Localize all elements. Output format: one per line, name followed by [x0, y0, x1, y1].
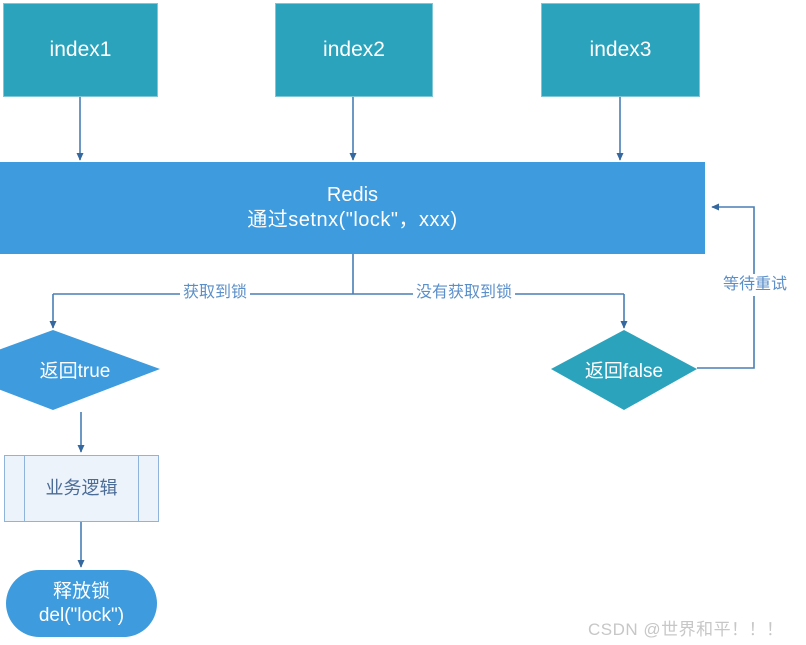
node-business-logic[interactable]: 业务逻辑: [4, 455, 159, 522]
edge-label-wait-retry: 等待重试: [704, 274, 806, 296]
node-index2-label: index2: [323, 37, 385, 61]
node-index2[interactable]: index2: [275, 3, 433, 97]
node-index1-label: index1: [49, 37, 112, 61]
node-index3-label: index3: [589, 37, 652, 61]
node-business-logic-label: 业务逻辑: [45, 478, 118, 499]
csdn-watermark: CSDN @世界和平！！！: [588, 620, 784, 639]
node-redis-title: Redis: [326, 184, 379, 206]
process-right-bar: [138, 456, 139, 521]
node-redis[interactable]: Redis 通过setnx("lock"，xxx): [0, 162, 705, 254]
node-release-lock-command: del("lock"): [38, 604, 125, 626]
node-index1[interactable]: index1: [3, 3, 158, 97]
node-index3[interactable]: index3: [541, 3, 700, 97]
node-release-lock-title: 释放锁: [52, 580, 110, 602]
edge-label-got-lock: 获取到锁: [180, 284, 251, 302]
node-return-true-shape[interactable]: [0, 330, 160, 410]
node-redis-command: 通过setnx("lock"，xxx): [247, 209, 458, 231]
process-left-bar: [24, 456, 25, 521]
edge-label-no-lock: 没有获取到锁: [413, 284, 516, 302]
node-release-lock[interactable]: 释放锁 del("lock"): [6, 570, 157, 637]
node-return-false-shape[interactable]: [551, 330, 697, 410]
